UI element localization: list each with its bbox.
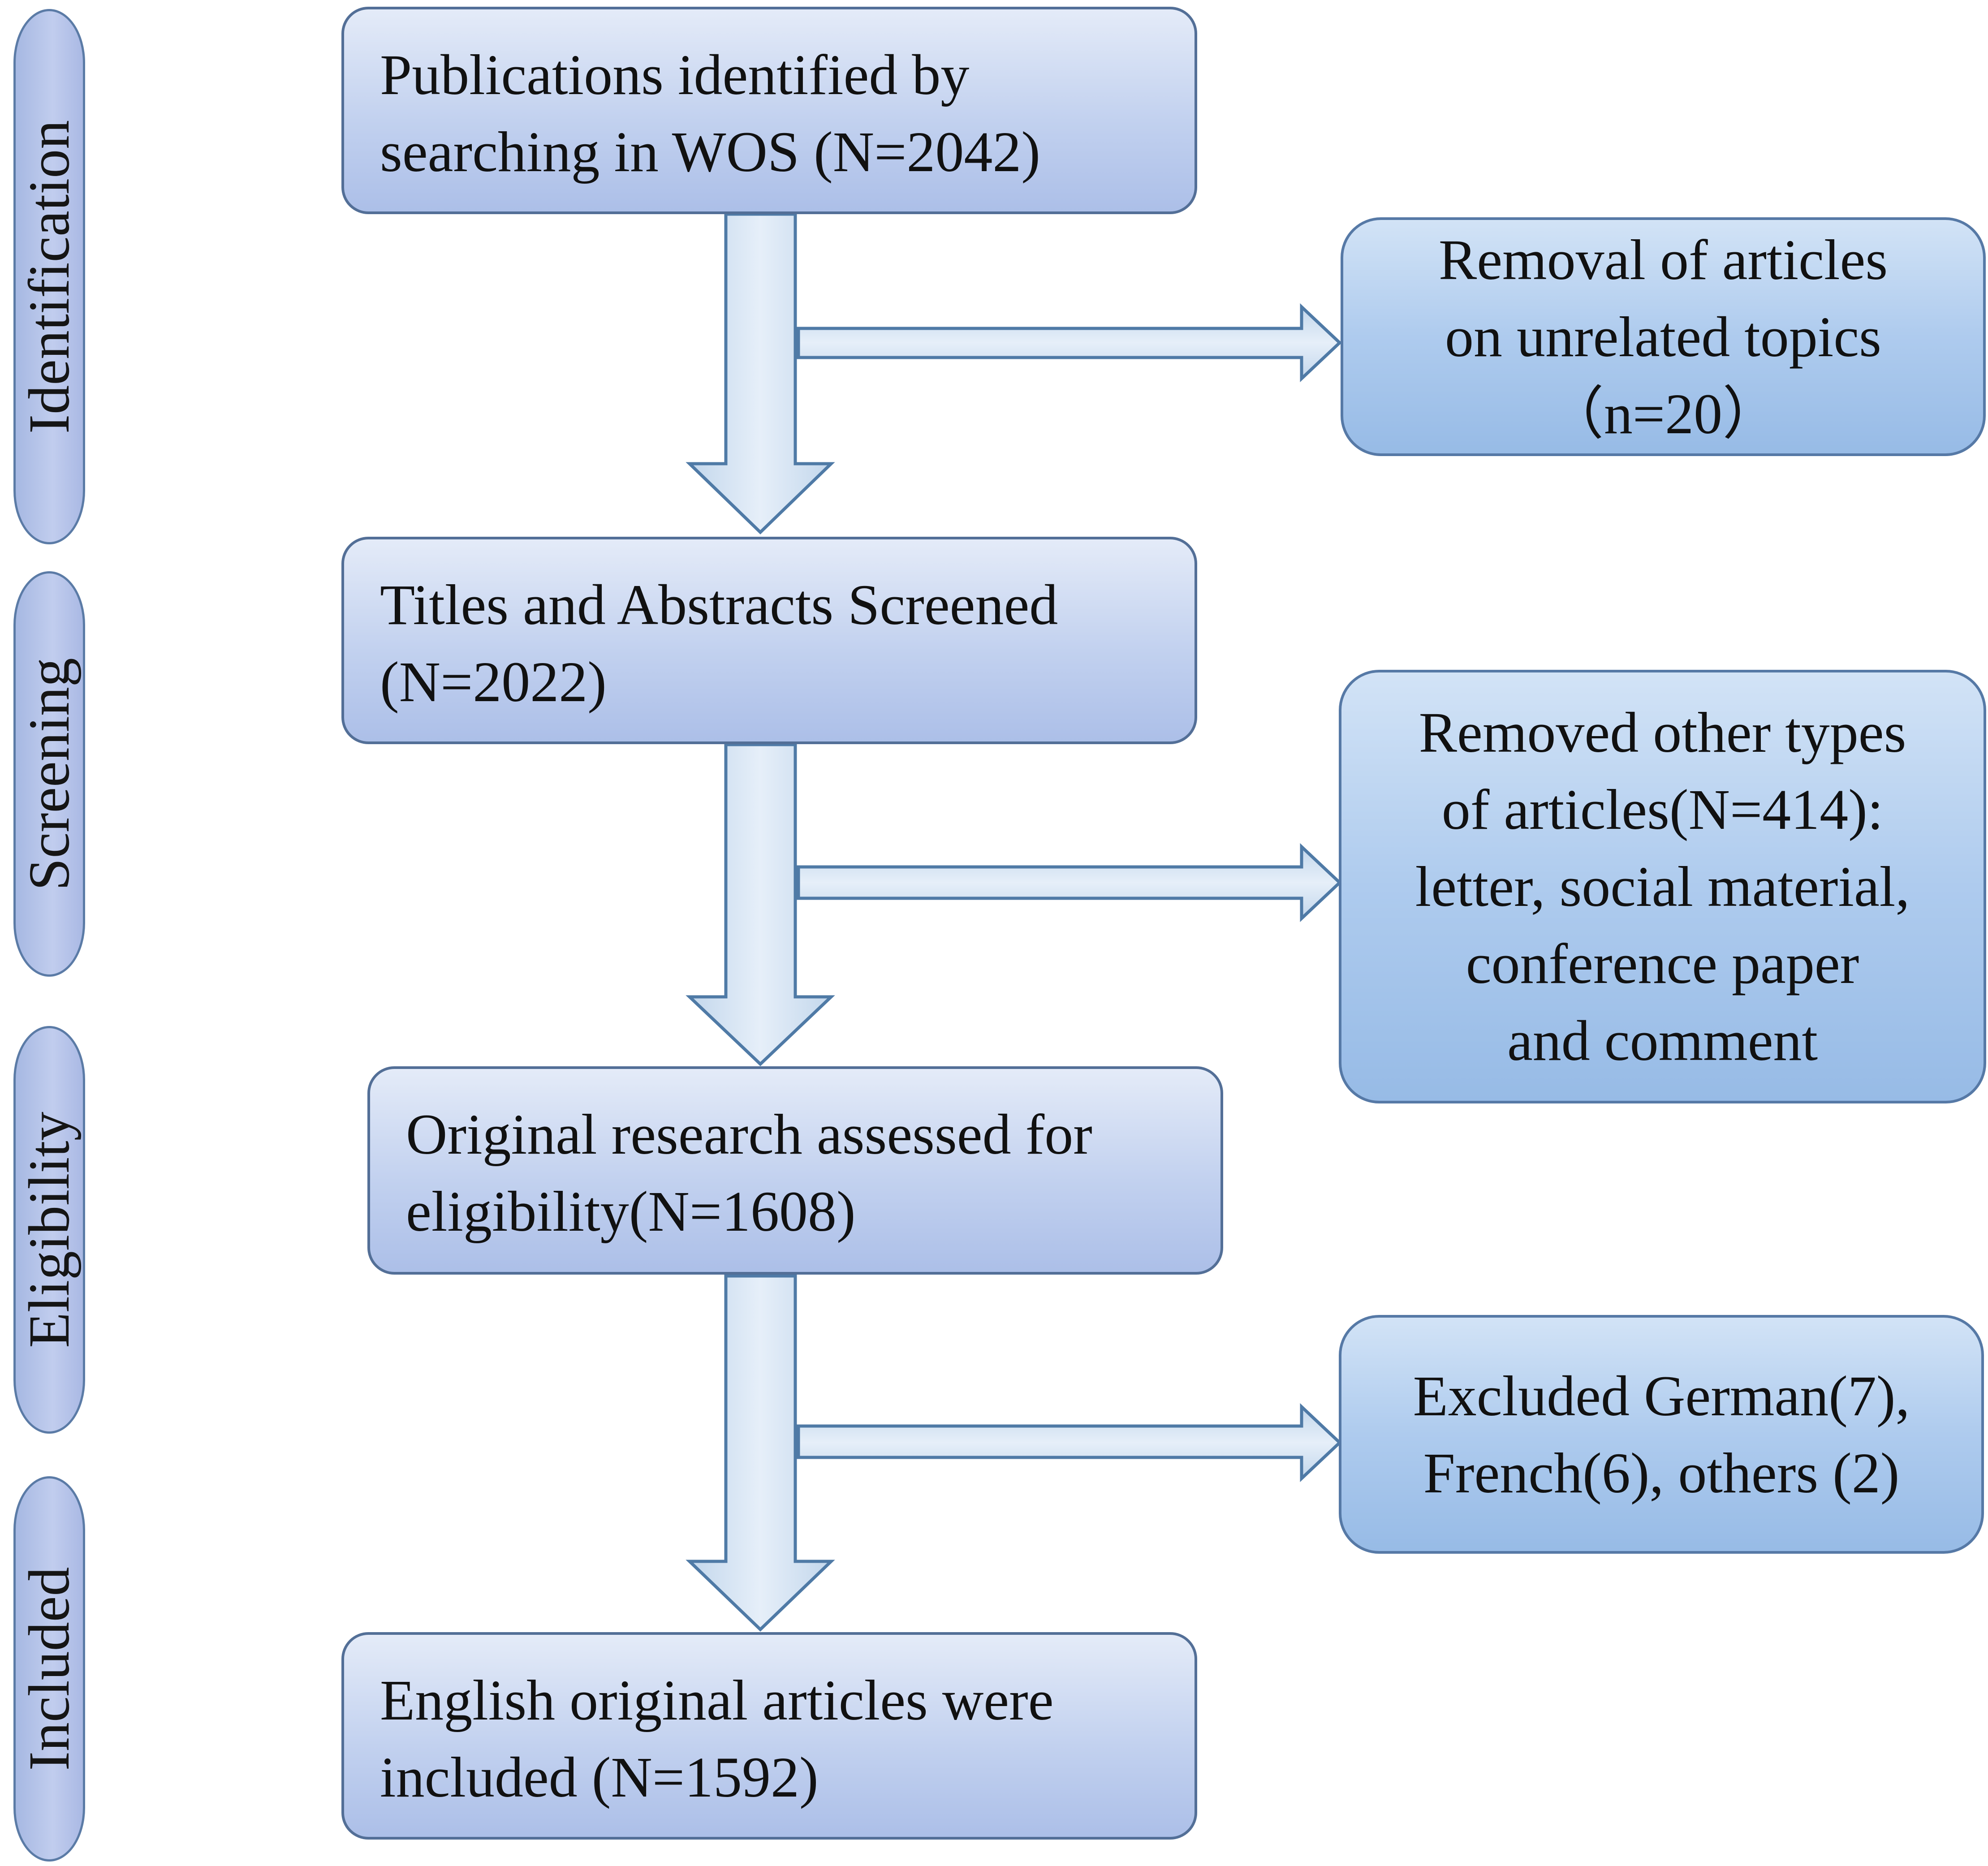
exclusion-other-types: Removed other types of articles(N=414): … [1339,670,1986,1103]
box-eligibility-text: Original research assessed for eligibili… [406,1103,1092,1243]
box-included: English original articles were included … [341,1632,1197,1840]
exclusion-unrelated-text: Removal of articles on unrelated topics … [1438,228,1888,446]
exclusion-other-types-text: Removed other types of articles(N=414): … [1415,701,1910,1073]
box-eligibility: Original research assessed for eligibili… [367,1066,1223,1275]
box-screened-text: Titles and Abstracts Screened (N=2022) [380,573,1058,714]
down-arrow-3 [686,1274,835,1632]
stage-tab-included: Included [13,1476,85,1862]
right-arrow-3 [797,1403,1342,1482]
exclusion-language: Excluded German(7), French(6), others (2… [1339,1315,1984,1554]
exclusion-language-text: Excluded German(7), French(6), others (2… [1413,1364,1910,1505]
box-included-text: English original articles were included … [380,1668,1054,1809]
right-arrow-2 [797,843,1342,922]
box-screened: Titles and Abstracts Screened (N=2022) [341,537,1197,744]
box-identified-text: Publications identified by searching in … [380,43,1040,184]
down-arrow-1 [686,212,835,534]
stage-tab-eligibility: Eligibility [13,1026,85,1434]
down-arrow-2 [686,743,835,1066]
right-arrow-1 [797,303,1342,383]
exclusion-unrelated: Removal of articles on unrelated topics … [1341,217,1986,456]
stage-tab-screening: Screening [13,571,85,977]
box-identified: Publications identified by searching in … [341,7,1197,214]
stage-tab-identification: Identification [13,9,85,544]
